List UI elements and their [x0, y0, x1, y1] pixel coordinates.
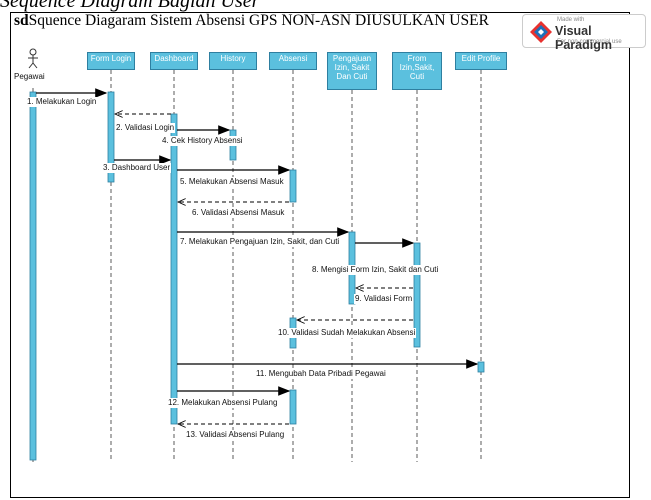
message-8-label: 8. Mengisi Form Izin, Sakit dan Cuti — [311, 265, 440, 275]
message-12-label: 12. Melakukan Absensi Pulang — [167, 398, 279, 408]
lifeline-header-absensi: Absensi — [269, 52, 317, 70]
message-2-label: 2. Validasi Login — [115, 123, 176, 133]
watermark-brand: Visual Paradigm — [555, 24, 612, 52]
activation-pegawai — [29, 91, 37, 461]
message-5-label: 5. Melakukan Absensi Masuk — [179, 177, 285, 187]
message-3-label: 3. Dashboard User — [102, 163, 172, 173]
activation-dashboard — [170, 113, 178, 425]
message-10-label: 10. Validasi Sudah Melakukan Absensi — [277, 328, 417, 338]
frame-title-text: Squence Diagaram Sistem Absensi GPS NON-… — [28, 12, 489, 29]
frame-title: sdSquence Diagaram Sistem Absensi GPS NO… — [14, 12, 489, 30]
sequence-frame — [10, 12, 630, 498]
lifeline-header-form-izin: From Izin,Sakit, Cuti — [392, 52, 442, 90]
message-6-label: 6. Validasi Absensi Masuk — [191, 208, 286, 218]
activation-form-login — [107, 91, 115, 183]
watermark-noncommercial: For non-commercial use — [557, 39, 622, 45]
lifeline-header-edit-profile: Edit Profile — [455, 52, 507, 70]
message-1-label: 1. Melakukan Login — [26, 97, 98, 107]
activation-absensi-masuk — [289, 169, 297, 203]
message-9-label: 9. Validasi Form — [354, 294, 414, 304]
watermark-made-with: Made with — [557, 17, 585, 23]
message-11-label: 11. Mengubah Data Pribadi Pegawai — [255, 369, 387, 379]
actor-pegawai-figure — [28, 48, 38, 69]
lifeline-header-history: History — [209, 52, 257, 70]
visual-paradigm-logo-icon — [530, 21, 552, 43]
lifeline-header-pengajuan: Pengajuan Izin, Sakit Dan Cuti — [327, 52, 377, 90]
frame-keyword: sd — [14, 12, 29, 29]
activation-absensi-pulang — [289, 389, 297, 425]
activation-edit-profile — [477, 361, 485, 373]
visual-paradigm-watermark: Made with Visual Paradigm For non-commer… — [522, 14, 646, 52]
lifeline-header-form-login: Form Login — [87, 52, 135, 70]
message-13-label: 13. Validasi Absensi Pulang — [185, 430, 286, 440]
lifeline-header-dashboard: Dashboard — [150, 52, 198, 70]
page-caption: Sequence Diagram Bagian User — [0, 0, 260, 12]
activation-form-izin — [413, 242, 421, 348]
message-7-label: 7. Melakukan Pengajuan Izin, Sakit, dan … — [179, 237, 341, 247]
messages — [36, 88, 479, 424]
actor-pegawai-label: Pegawai — [14, 72, 45, 81]
message-4-label: 4. Cek History Absensi — [161, 136, 244, 146]
